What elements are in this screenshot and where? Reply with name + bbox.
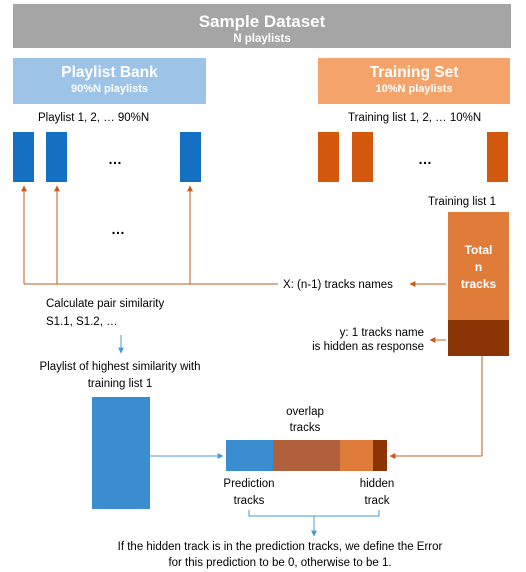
playlist-bank-subtitle: 90%N playlists [70, 83, 149, 95]
playlist-bar-2 [46, 132, 67, 182]
total-line-3: tracks [460, 277, 497, 291]
playlist-bar-1 [13, 132, 34, 182]
hidden-to-comparison-connector [389, 356, 483, 459]
highest-similarity-playlist-bar [92, 397, 150, 509]
total-line-1: Total [464, 243, 493, 257]
playlist-ellipsis: … [108, 151, 122, 167]
hidden-track-block [448, 320, 509, 356]
sample-dataset-title: Sample Dataset [198, 12, 326, 31]
training-bar-last [487, 132, 508, 182]
playlist-bar-last [180, 132, 201, 182]
similarity-line-2: S1.1, S1.2, … [46, 316, 118, 328]
error-note-line-1: If the hidden track is in the prediction… [117, 541, 443, 553]
hidden-segment [373, 440, 387, 471]
playlist-list-label: Playlist 1, 2, … 90%N [38, 112, 150, 124]
overlap-line-2: tracks [289, 422, 321, 434]
middle-ellipsis: … [111, 221, 125, 237]
similarity-line-1: Calculate pair similarity [46, 298, 165, 310]
prediction-label: Prediction tracks [212, 477, 286, 508]
training-bar-1 [318, 132, 339, 182]
prediction-line-2: tracks [233, 495, 265, 507]
training-bar-2 [352, 132, 373, 182]
prediction-line-1: Prediction [223, 478, 275, 490]
x-tracks-label: X: (n-1) tracks names [283, 279, 393, 291]
sample-dataset-subtitle: N playlists [233, 33, 291, 45]
overlap-label: overlap tracks [270, 405, 340, 435]
playlist-bank-title: Playlist Bank [61, 64, 158, 81]
x-feature-connector [21, 185, 446, 287]
error-note-line-2: for this prediction to be 0, otherwise t… [168, 557, 392, 569]
overlap-line-1: overlap [286, 406, 324, 418]
training-ellipsis: … [418, 151, 432, 167]
hidden-line-1: hidden [359, 478, 395, 490]
training-set-subtitle: 10%N playlists [375, 83, 453, 95]
training-set-header: Training Set 10%N playlists [318, 58, 510, 104]
prediction-segment [226, 440, 273, 471]
total-line-2: n [474, 260, 483, 274]
non-overlap-segment [340, 440, 373, 471]
error-definition-note: If the hidden track is in the prediction… [60, 540, 500, 570]
overlap-segment [273, 440, 340, 471]
result-bracket [248, 510, 380, 537]
sample-dataset-banner: Sample Dataset N playlists [13, 4, 511, 48]
training-list-1-label: Training list 1 [428, 196, 496, 208]
training-set-title: Training Set [369, 64, 459, 81]
highest-similarity-label: Playlist of highest similarity with trai… [20, 360, 220, 391]
hidden-line-2: track [364, 495, 390, 507]
y-label-line-2: is hidden as response [312, 341, 424, 353]
hidden-label: hidden track [345, 477, 409, 508]
total-tracks-block: Total n tracks [448, 212, 509, 320]
training-list-label: Training list 1, 2, … 10%N [348, 112, 482, 124]
y-label-line-1: y: 1 tracks name [339, 327, 424, 339]
highest-line-2: training list 1 [87, 378, 153, 390]
highest-line-1: Playlist of highest similarity with [39, 361, 201, 373]
y-hidden-label: y: 1 tracks name is hidden as response [300, 326, 424, 354]
playlist-bank-header: Playlist Bank 90%N playlists [13, 58, 206, 104]
similarity-label: Calculate pair similarity S1.1, S1.2, … [46, 297, 164, 329]
